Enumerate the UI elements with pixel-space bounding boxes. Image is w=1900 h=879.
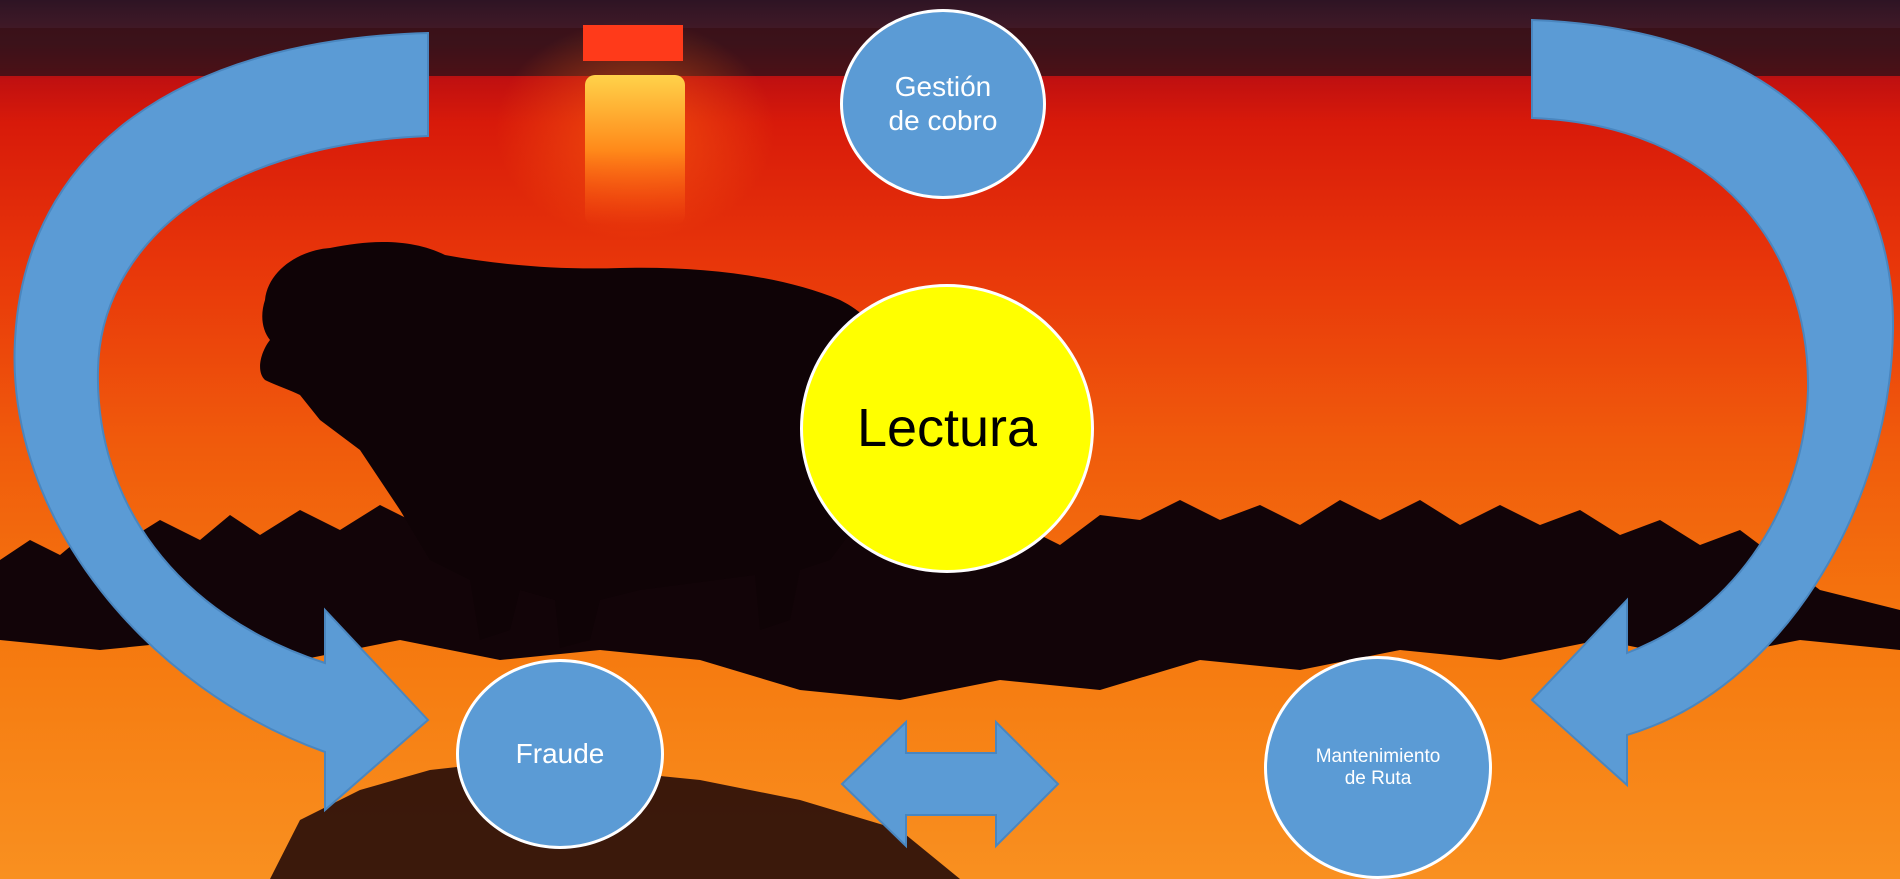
node-fraude-label: Fraude <box>515 738 605 770</box>
double-arrow <box>840 719 1060 849</box>
node-gestion-de-cobro: Gestión de cobro <box>840 9 1046 199</box>
node-fraude: Fraude <box>456 659 664 849</box>
right-curved-arrow <box>1530 18 1895 788</box>
node-lectura-center: Lectura <box>800 284 1094 573</box>
node-mantenimiento-label: Mantenimiento de Ruta <box>1315 745 1441 789</box>
sun-top <box>583 25 683 61</box>
node-mantenimiento-de-ruta: Mantenimiento de Ruta <box>1264 656 1492 879</box>
sun-reflection <box>585 75 685 225</box>
node-lectura-label: Lectura <box>856 398 1038 459</box>
node-gestion-label: Gestión de cobro <box>888 71 998 136</box>
left-curved-arrow <box>13 31 430 813</box>
capybara-silhouette <box>260 242 905 649</box>
